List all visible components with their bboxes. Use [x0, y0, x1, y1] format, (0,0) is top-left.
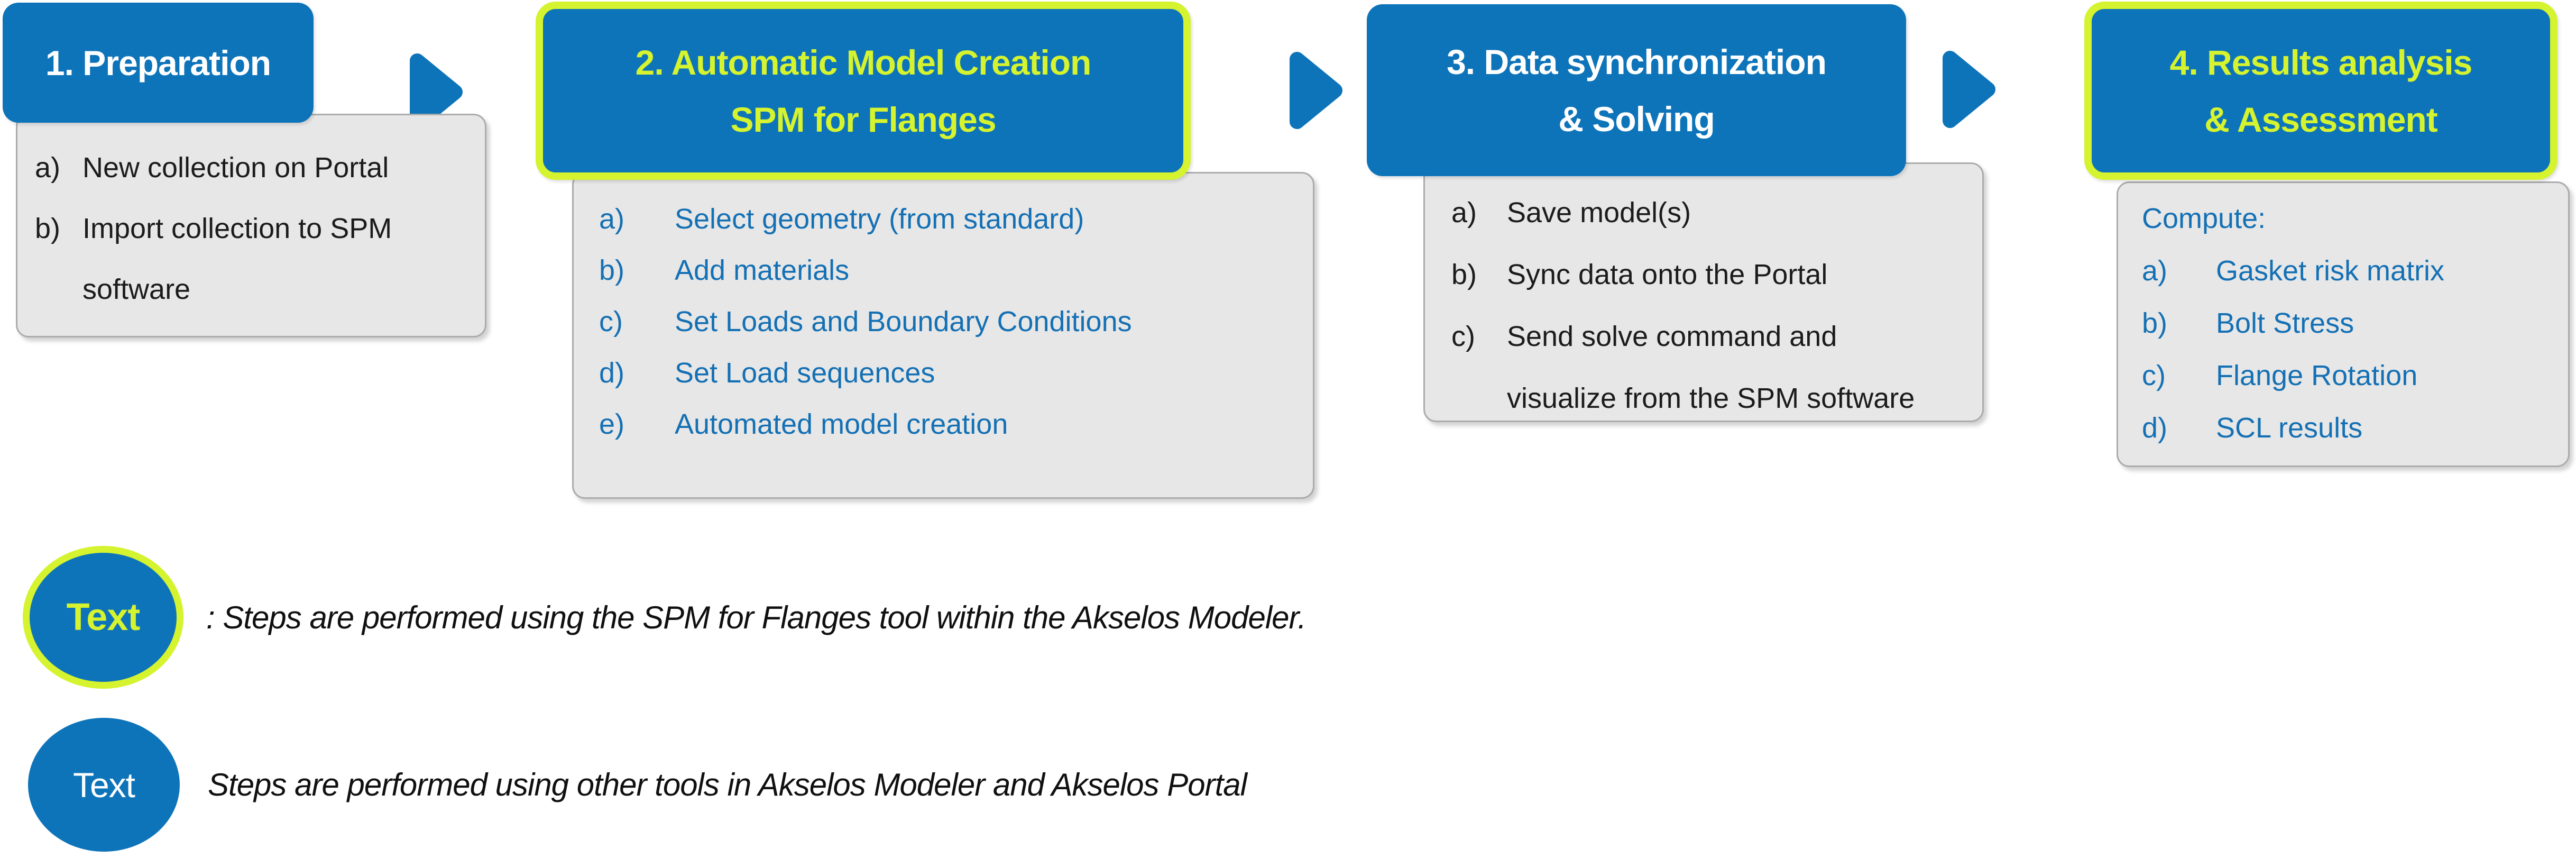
legend-description-other-tools: Steps are performed using other tools in… — [208, 767, 1247, 802]
list-item: a) New collection on Portal — [35, 138, 470, 198]
list-item-text: Automated model creation — [675, 408, 1008, 440]
list-item-label: b) — [2142, 307, 2168, 339]
step-1-list: a) New collection on Portal b) Import co… — [16, 114, 486, 337]
legend-marker-label: Text — [72, 765, 135, 805]
list-item: b) Bolt Stress — [2142, 297, 2555, 350]
step-3-header: 3. Data synchronization & Solving — [1367, 4, 1906, 176]
step-2-title-line-2: SPM for Flanges — [730, 99, 996, 139]
step-3-title-line-1: 3. Data synchronization — [1447, 42, 1827, 81]
list-item-label: b) — [599, 254, 625, 286]
step-4-header: 4. Results analysis & Assessment — [2084, 2, 2557, 180]
list-item-label: a) — [35, 152, 61, 184]
legend-marker-other-tools-icon: Text — [28, 718, 180, 852]
list-item: c) Send solve command and visualize from… — [1451, 306, 1966, 430]
list-intro-text: Compute: — [2142, 203, 2266, 234]
list-item-text: Bolt Stress — [2216, 307, 2354, 339]
list-item-text: New collection on Portal — [82, 152, 389, 184]
list-item-label: c) — [1451, 321, 1475, 352]
list-item-label: b) — [1451, 259, 1477, 290]
legend-marker-label: Text — [66, 596, 141, 638]
list-item-label: a) — [2142, 255, 2168, 287]
list-item: d) SCL results — [2142, 402, 2555, 454]
list-item: a) Select geometry (from standard) — [599, 194, 1297, 245]
list-item-label: a) — [599, 203, 625, 235]
list-item-text: Set Loads and Boundary Conditions — [675, 306, 1132, 337]
list-item-label: a) — [1451, 197, 1477, 229]
list-item: e) Automated model creation — [599, 399, 1297, 450]
list-item: d) Set Load sequences — [599, 348, 1297, 399]
step-1-header: 1. Preparation — [3, 3, 314, 123]
arrow-right-icon — [1289, 49, 1344, 135]
list-item-text: Gasket risk matrix — [2216, 255, 2445, 287]
list-item: b) Sync data onto the Portal — [1451, 244, 1966, 306]
list-item-text: Flange Rotation — [2216, 360, 2418, 391]
arrow-right-icon — [409, 50, 464, 136]
list-item-text: Set Load sequences — [675, 357, 935, 389]
list-item-text: Select geometry (from standard) — [675, 203, 1084, 235]
list-intro: Compute: — [2142, 193, 2555, 245]
list-item: c) Flange Rotation — [2142, 350, 2555, 402]
list-item-text: SCL results — [2216, 412, 2363, 444]
step-1-title: 1. Preparation — [45, 43, 271, 83]
list-item: a) Save model(s) — [1451, 182, 1966, 244]
step-3-list: a) Save model(s) b) Sync data onto the P… — [1423, 162, 1984, 422]
list-item-text: Add materials — [675, 254, 850, 286]
list-item-label: d) — [2142, 412, 2168, 444]
legend-description-spm: : Steps are performed using the SPM for … — [206, 600, 1307, 635]
step-2-list: a) Select geometry (from standard) b) Ad… — [572, 172, 1314, 499]
list-item-text: Save model(s) — [1507, 197, 1691, 229]
list-item: c) Set Loads and Boundary Conditions — [599, 296, 1297, 348]
list-item-text: Send solve command and visualize from th… — [1507, 321, 1915, 414]
list-item-label: b) — [35, 213, 61, 244]
list-item-text: Import collection to SPM software — [82, 213, 392, 305]
legend-marker-spm-icon: Text — [23, 546, 183, 689]
list-item-label: c) — [599, 306, 623, 337]
step-2-title-line-1: 2. Automatic Model Creation — [635, 42, 1092, 82]
list-item-label: d) — [599, 357, 625, 389]
list-item: b) Add materials — [599, 245, 1297, 296]
list-item-label: c) — [2142, 360, 2166, 391]
step-4-list: Compute: a) Gasket risk matrix b) Bolt S… — [2117, 181, 2570, 467]
list-item-label: e) — [599, 408, 625, 440]
list-item: b) Import collection to SPM software — [35, 198, 470, 320]
step-2-header: 2. Automatic Model Creation SPM for Flan… — [536, 2, 1191, 180]
list-item-text: Sync data onto the Portal — [1507, 259, 1828, 290]
step-4-title-line-1: 4. Results analysis — [2169, 42, 2473, 82]
step-4-title-line-2: & Assessment — [2204, 99, 2437, 139]
list-item: a) Gasket risk matrix — [2142, 245, 2555, 297]
arrow-right-icon — [1942, 48, 1997, 134]
step-3-title-line-2: & Solving — [1558, 99, 1715, 139]
